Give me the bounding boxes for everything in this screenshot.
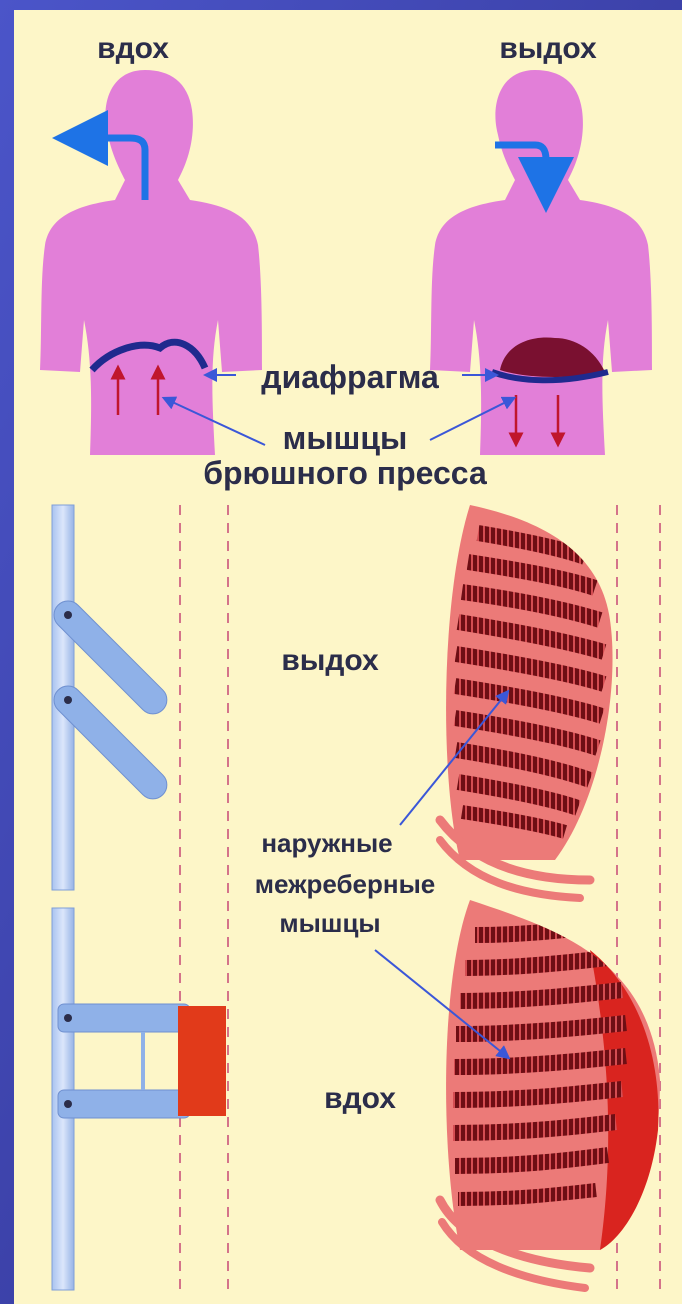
diaphragm-label: диафрагма [261, 359, 439, 395]
intercostal-label-3: мышцы [279, 908, 380, 938]
title-inhale-bottom: вдох [324, 1082, 396, 1115]
lever-block [178, 1006, 226, 1116]
abdominal-muscles-label-2: брюшного пресса [203, 455, 487, 491]
title-exhale-mid: выдох [281, 644, 379, 677]
intercostal-label-1: наружные [261, 828, 392, 858]
abdominal-muscles-label-1: мышцы [283, 420, 408, 456]
title-inhale-top: вдох [97, 32, 169, 65]
intercostal-label-2: межреберные [255, 869, 436, 899]
title-exhale-top: выдох [499, 32, 597, 65]
